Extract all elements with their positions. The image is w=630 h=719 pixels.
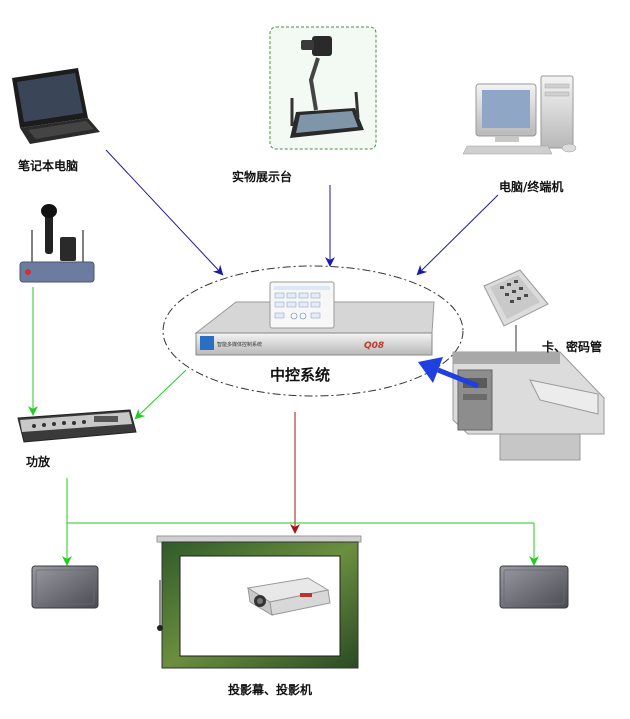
speaker-icon xyxy=(31,565,99,609)
amplifier-icon xyxy=(17,409,137,443)
desktop-label: 电脑/终端机 xyxy=(499,179,563,194)
controller-to-amplifier-arrow xyxy=(134,369,187,420)
document-camera-icon xyxy=(290,36,364,138)
laptop-label: 笔记本电脑 xyxy=(18,158,78,173)
keypad-icon xyxy=(483,269,549,327)
laptop-icon xyxy=(12,68,100,144)
desktop-computer-icon xyxy=(462,75,577,155)
amplifier-label: 功放 xyxy=(26,454,51,469)
projector-screen-icon xyxy=(156,535,362,669)
laptop-to-controller-arrow xyxy=(105,149,224,276)
desktop-to-controller-arrow xyxy=(416,194,499,276)
projector-screen-label: 投影幕、投影机 xyxy=(228,682,312,697)
document-camera-label: 实物展示台 xyxy=(232,169,292,184)
central-controller-icon xyxy=(194,281,435,356)
central-control-label: 中控系统 xyxy=(270,366,330,384)
card-reader-to-controller-arrow xyxy=(437,367,479,389)
projector-icon xyxy=(246,577,331,616)
podium-icon xyxy=(452,351,605,461)
wireless-microphone-icon xyxy=(19,204,95,283)
card-reader-arrowhead xyxy=(418,357,443,383)
card-reader-label: 卡、密码管 xyxy=(542,339,602,354)
control-zone-ellipse xyxy=(162,265,464,397)
speaker-icon xyxy=(499,565,569,609)
controller-product-line: 智能多媒体控制系统 xyxy=(217,341,262,348)
controller-model: Q08 xyxy=(364,341,384,351)
